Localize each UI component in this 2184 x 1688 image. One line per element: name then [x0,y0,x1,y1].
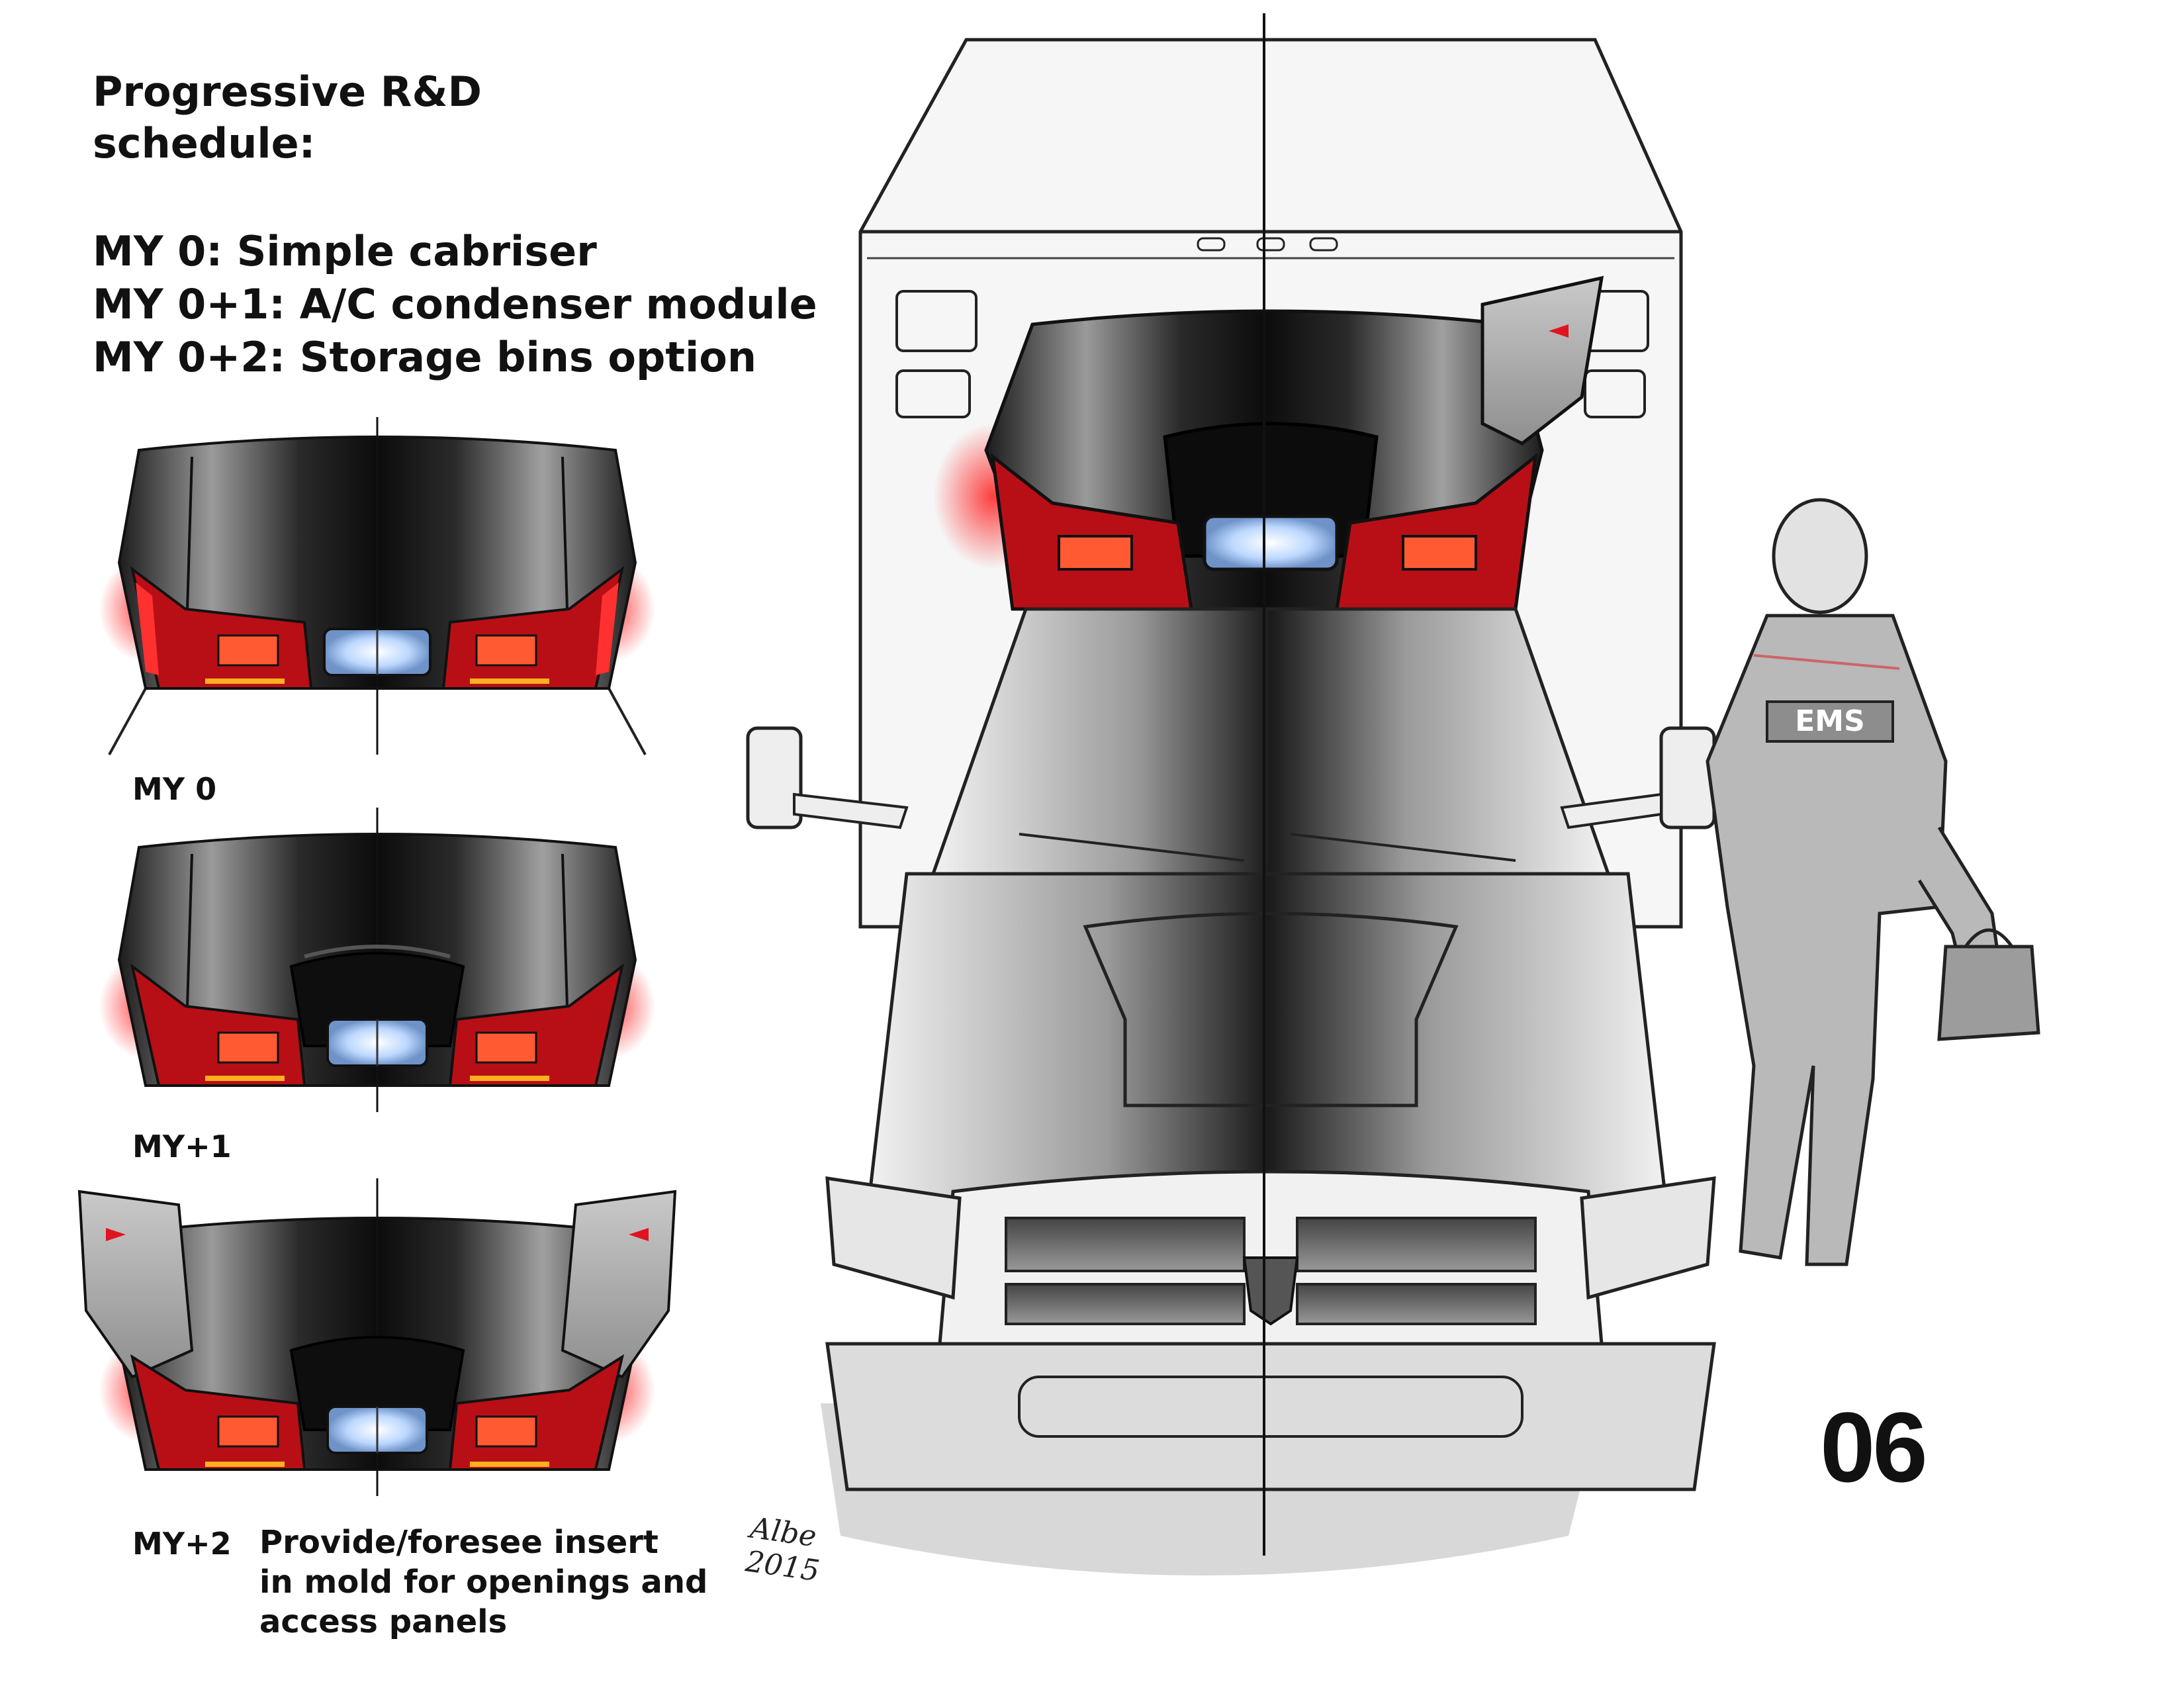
cabriser-my0-illustration [99,417,655,755]
caption-my1: MY+1 [132,1129,232,1164]
ram-logo-icon [1242,1256,1299,1326]
center-white-light [323,628,432,677]
left-lamp-cluster [130,1354,306,1471]
note-line-2: in mold for openings and [259,1564,708,1601]
right-lamp-cluster [448,963,625,1087]
jacket-ems-text: EMS [1795,704,1865,738]
bumper [825,1342,1716,1491]
right-lamp-cluster [448,1354,625,1471]
note-line-1: Provide/foresee insert [259,1524,659,1561]
cabriser-roof-module [933,275,1604,611]
artist-signature: Albe 2015 [743,1511,826,1589]
side-mirrors [746,726,1716,829]
page-title: Progressive R&D schedule: [93,66,482,169]
title-line-1: Progressive R&D [93,68,482,116]
left-lamp-cluster [130,566,313,690]
cabriser-my2-illustration [77,1178,677,1496]
paramedic-figure-illustration: EMS [1706,498,2040,1266]
left-lamp-cluster [130,963,306,1087]
schedule-item: MY 0+2: Storage bins option [93,333,756,381]
caption-my0: MY 0 [132,771,217,807]
ambulance-truck-illustration [746,13,1716,1575]
center-white-light [326,1018,428,1067]
caption-my2: MY+2 [132,1526,232,1562]
right-lamp-cluster [441,566,625,690]
note-line-3: access panels [259,1603,508,1640]
title-line-2: schedule: [93,119,316,167]
page-number: 06 [1820,1391,1928,1503]
led-strip [205,679,549,684]
schedule-item: MY 0+1: A/C condenser module [93,280,817,328]
headlights [825,1176,1716,1300]
left-storage-bin-door [77,1190,194,1379]
hood [865,872,1670,1220]
shell [99,417,655,755]
medical-bag-icon [1937,928,2040,1041]
paramedic-body: EMS [1706,498,2007,1266]
cabriser-my1-illustration [99,808,655,1112]
right-storage-bin-door [561,1190,677,1379]
windshield [931,607,1611,876]
led-strip [205,1076,549,1081]
design-note: Provide/foresee insert in mold for openi… [259,1523,707,1642]
schedule-list: MY 0: Simple cabriser MY 0+1: A/C conden… [93,225,817,384]
center-white-light [326,1405,428,1454]
led-strip [205,1462,549,1467]
grille [938,1170,1604,1346]
schedule-item: MY 0: Simple cabriser [93,227,597,275]
